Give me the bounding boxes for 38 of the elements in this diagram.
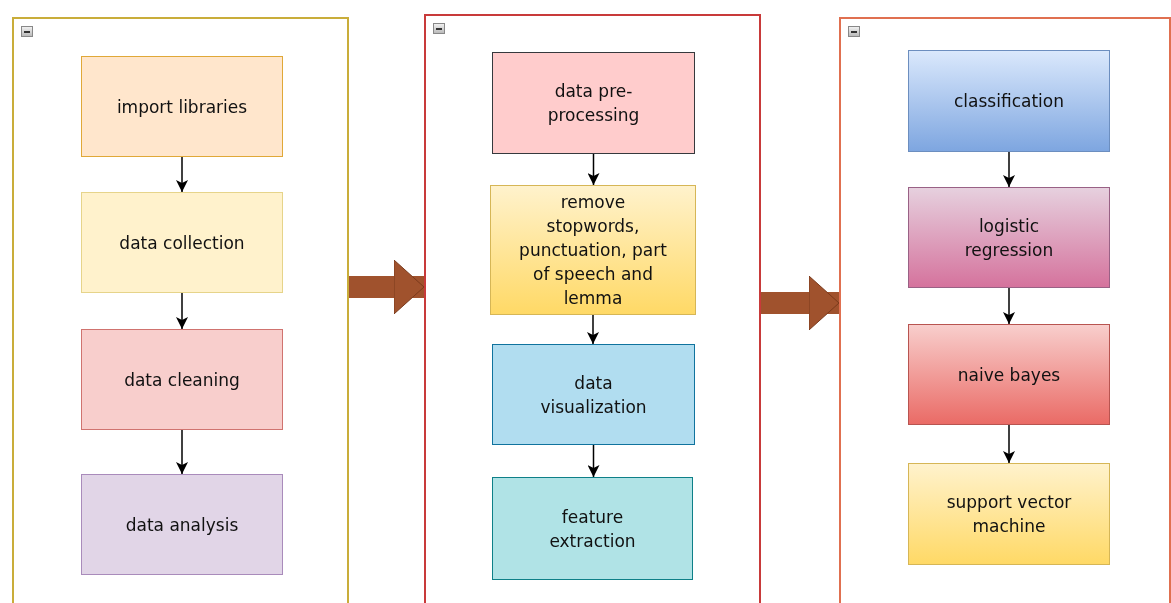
box-label: data cleaning (123, 368, 241, 392)
arrow (1003, 151, 1015, 188)
box-label: classification (953, 90, 1065, 113)
process-box (490, 185, 696, 315)
arrow (587, 153, 600, 186)
arrow (587, 444, 600, 478)
arrow (176, 292, 188, 330)
group-container (424, 14, 761, 603)
process-box (492, 52, 695, 154)
arrow (587, 314, 599, 345)
box-label: data analysis (124, 513, 240, 537)
process-box (81, 192, 283, 293)
block-arrow (349, 259, 425, 315)
box-label: naive bayes (956, 363, 1062, 387)
process-box (908, 463, 1110, 565)
box-label: logistic regression (963, 214, 1055, 262)
process-box (908, 50, 1110, 152)
arrow (176, 156, 188, 193)
box-label: data pre-processing (546, 80, 641, 127)
block-arrow (761, 275, 840, 331)
arrow (176, 429, 188, 475)
group-container (12, 17, 349, 603)
box-label: import libraries (115, 95, 249, 119)
group-container (839, 17, 1171, 603)
box-label: data visualization (539, 371, 648, 419)
process-box (492, 344, 695, 445)
process-box (81, 329, 283, 430)
box-label: remove stopwords, punctuation, part of speech and lemma (518, 191, 668, 310)
process-box (81, 56, 283, 157)
process-box (908, 187, 1110, 288)
box-label: data collection (118, 231, 246, 255)
box-label: feature extraction (548, 505, 637, 553)
box-label: support vector machine (945, 491, 1073, 538)
process-box (81, 474, 283, 575)
process-box (492, 477, 693, 580)
arrow (1003, 424, 1015, 464)
process-box (908, 324, 1110, 425)
arrow (1003, 287, 1015, 325)
